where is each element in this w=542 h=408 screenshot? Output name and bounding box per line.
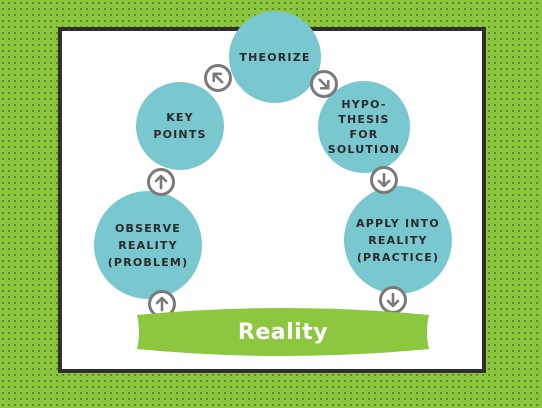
arrow-icon [370, 166, 398, 194]
reality-label: Reality [237, 319, 329, 345]
node-key-points-label: KEY POINTS [153, 111, 207, 141]
node-theorize: THEORIZE [229, 11, 321, 103]
node-apply-into-reality-label: APPLY INTO REALITY (PRACTICE) [356, 216, 440, 264]
node-observe-reality-label: OBSERVE REALITY (PROBLEM) [107, 221, 189, 269]
arrow-icon [310, 70, 338, 98]
node-observe-reality: OBSERVE REALITY (PROBLEM) [94, 191, 202, 299]
node-apply-into-reality: APPLY INTO REALITY (PRACTICE) [344, 186, 452, 294]
reality-base-shape [137, 308, 429, 356]
node-theorize-label: THEORIZE [239, 50, 311, 64]
node-key-points: KEY POINTS [136, 82, 224, 170]
node-hypothesis-label: HYPO- THESIS FOR SOLUTION [327, 98, 401, 156]
node-hypothesis: HYPO- THESIS FOR SOLUTION [318, 81, 410, 173]
arrow-icon [204, 64, 232, 92]
arrow-icon [147, 168, 175, 196]
